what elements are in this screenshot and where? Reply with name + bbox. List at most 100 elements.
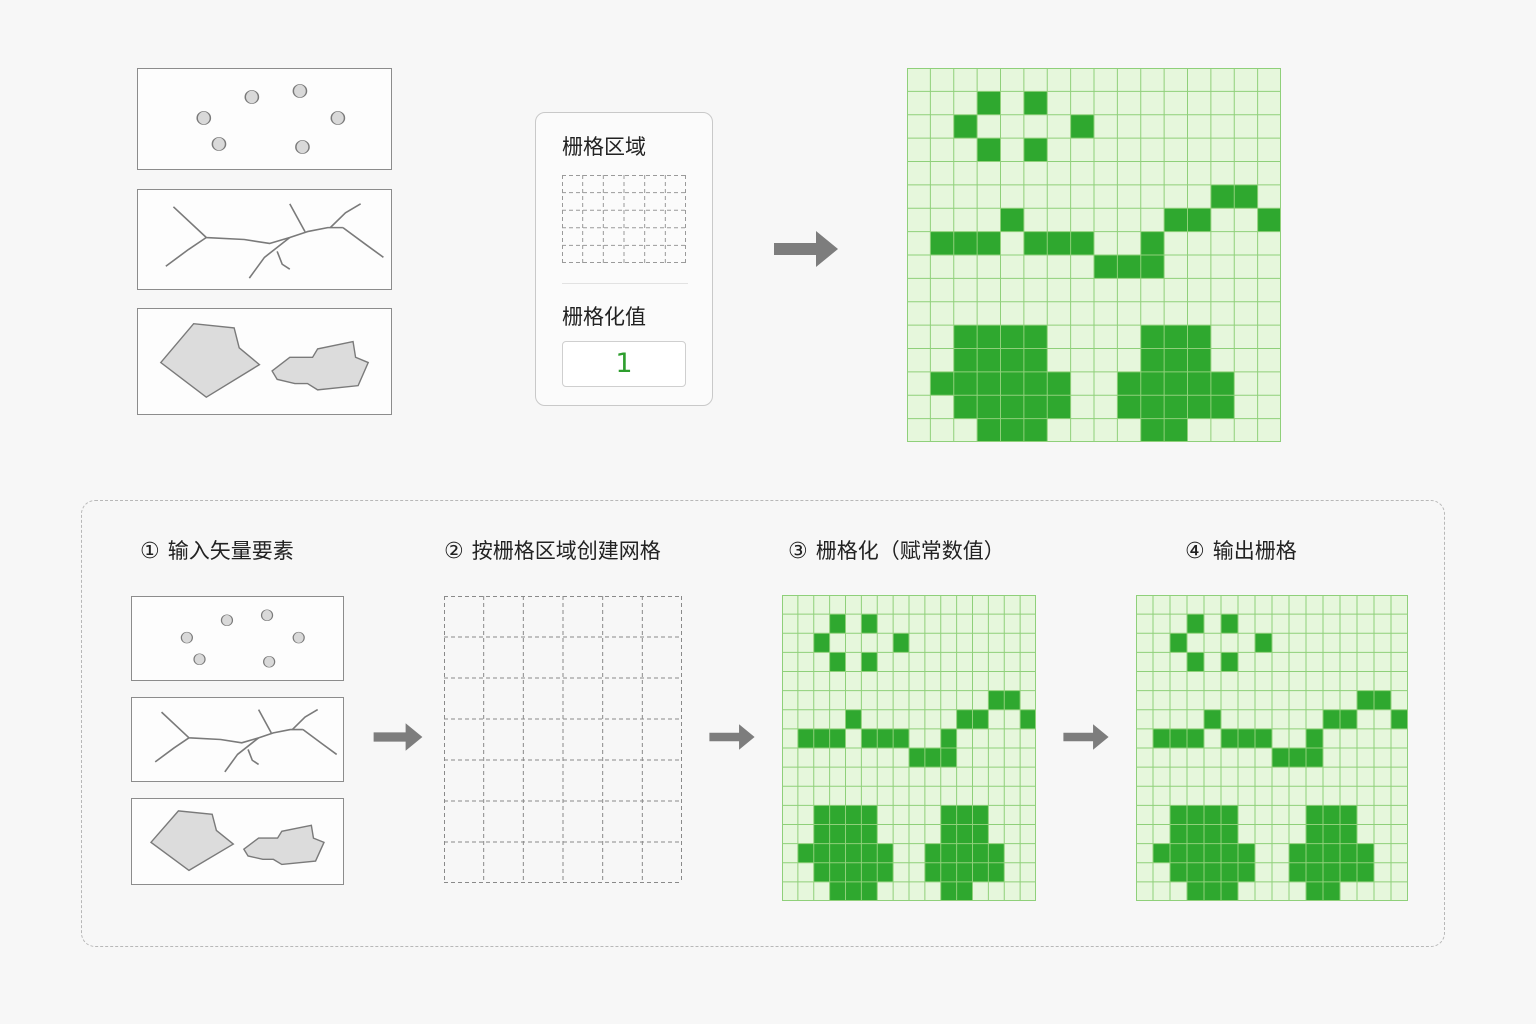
raster-cell-filled: [1323, 843, 1340, 863]
point-feature: [211, 137, 227, 151]
raster-cell-filled: [1140, 371, 1165, 396]
step-1-number: ①: [140, 539, 160, 564]
raster-cell-filled: [1023, 395, 1048, 419]
point-feature: [220, 614, 234, 626]
raster-cell-filled: [1210, 395, 1235, 419]
raster-cell-filled: [1238, 843, 1255, 863]
empty-raster-grid: [444, 596, 682, 883]
raster-cell-filled: [1023, 91, 1048, 115]
raster-cell-filled: [829, 862, 846, 882]
raster-cell-filled: [1187, 652, 1204, 672]
raster-cell-filled: [1164, 325, 1188, 349]
raster-cell-filled: [1153, 728, 1170, 748]
raster-cell-filled: [1187, 862, 1204, 882]
raster-cell-filled: [861, 862, 878, 882]
line-feature: [225, 738, 259, 772]
raster-cell-filled: [1357, 862, 1374, 882]
raster-cell-filled: [1170, 728, 1187, 748]
raster-cell-filled: [1306, 881, 1323, 901]
raster-cell-filled: [1020, 709, 1036, 729]
raster-cell-filled: [977, 231, 1001, 255]
raster-cell-filled: [1204, 824, 1221, 844]
line-feature: [290, 204, 305, 232]
raster-cell-filled: [1000, 208, 1024, 232]
point-features-icon: [196, 84, 346, 154]
input-polygons-panel: [137, 308, 392, 415]
raster-cell-filled: [1187, 325, 1211, 349]
raster-cell-filled: [1187, 805, 1204, 825]
line-features-icon: [132, 698, 343, 781]
raster-cell-filled: [861, 728, 878, 748]
raster-cell-filled: [988, 862, 1005, 882]
raster-cell-filled: [1323, 862, 1340, 882]
output-raster-large: [907, 68, 1281, 442]
raster-cell-filled: [1070, 114, 1094, 139]
raster-cell-filled: [953, 114, 978, 139]
raster-cell-filled: [829, 881, 846, 901]
raster-cell-filled: [1210, 371, 1235, 396]
raster-cell-filled: [1255, 633, 1272, 653]
raster-cell-filled: [1023, 418, 1048, 442]
point-feature: [292, 631, 305, 644]
raster-cell-filled: [893, 633, 909, 653]
raster-cell-filled: [877, 843, 894, 863]
raster-cell-filled: [1374, 690, 1391, 710]
raster-cell-filled: [1289, 748, 1306, 768]
raster-cell-filled: [1187, 881, 1204, 901]
raster-cell-filled: [1170, 805, 1187, 825]
raster-cell-filled: [1000, 325, 1024, 349]
raster-cell-filled: [1204, 843, 1221, 863]
step1-lines-panel: [131, 697, 344, 782]
raster-cell-filled: [940, 805, 957, 825]
polygon-features-icon: [138, 309, 391, 414]
line-feature: [155, 738, 189, 762]
raster-cell-filled: [845, 843, 862, 863]
raster-cell-filled: [1221, 805, 1238, 825]
raster-cell-filled: [861, 805, 878, 825]
raster-cell-filled: [1221, 862, 1238, 882]
raster-cell-filled: [977, 325, 1001, 349]
raster-cell-filled: [1023, 348, 1048, 372]
raster-cell-filled: [845, 709, 862, 729]
raster-cell-filled: [1221, 614, 1238, 634]
raster-cell-filled: [924, 843, 941, 863]
raster-cell-filled: [861, 881, 878, 901]
raster-cell-filled: [861, 843, 878, 863]
raster-cell-filled: [953, 371, 978, 396]
raster-cell-filled: [1306, 728, 1323, 748]
raster-cell-filled: [956, 862, 973, 882]
raster-cell-filled: [861, 614, 878, 634]
raster-cell-filled: [1170, 633, 1187, 653]
polygon-feature: [244, 825, 324, 864]
raster-cell-filled: [940, 862, 957, 882]
raster-cell-filled: [1340, 824, 1357, 844]
raster-extent-grid: [562, 175, 686, 263]
raster-cell-filled: [1164, 395, 1188, 419]
raster-cell-filled: [977, 91, 1001, 115]
raster-cell-filled: [1187, 395, 1211, 419]
line-features-icon: [138, 190, 391, 289]
step-3-label: 栅格化（赋常数值）: [815, 539, 1005, 563]
raster-cell-filled: [956, 824, 973, 844]
polygon-features-icon: [132, 799, 343, 884]
raster-cell-filled: [1323, 805, 1340, 825]
line-feature: [277, 251, 290, 269]
raster-cell-filled: [1187, 348, 1211, 372]
raster-cell-filled: [829, 728, 846, 748]
raster-cell-filled: [977, 348, 1001, 372]
step-2-number: ②: [444, 539, 464, 564]
raster-cell-filled: [1000, 371, 1024, 396]
input-points-panel: [137, 68, 392, 170]
raster-cell-filled: [956, 805, 973, 825]
raster-cell-filled: [1340, 805, 1357, 825]
rasterized-grid: [782, 595, 1036, 901]
raster-cell-filled: [893, 728, 909, 748]
line-feature: [343, 228, 383, 258]
raster-cell-filled: [1306, 805, 1323, 825]
raster-value-input[interactable]: 1: [562, 341, 686, 387]
raster-cell-filled: [953, 348, 978, 372]
raster-cell-filled: [1323, 709, 1340, 729]
raster-cell-filled: [1000, 395, 1024, 419]
